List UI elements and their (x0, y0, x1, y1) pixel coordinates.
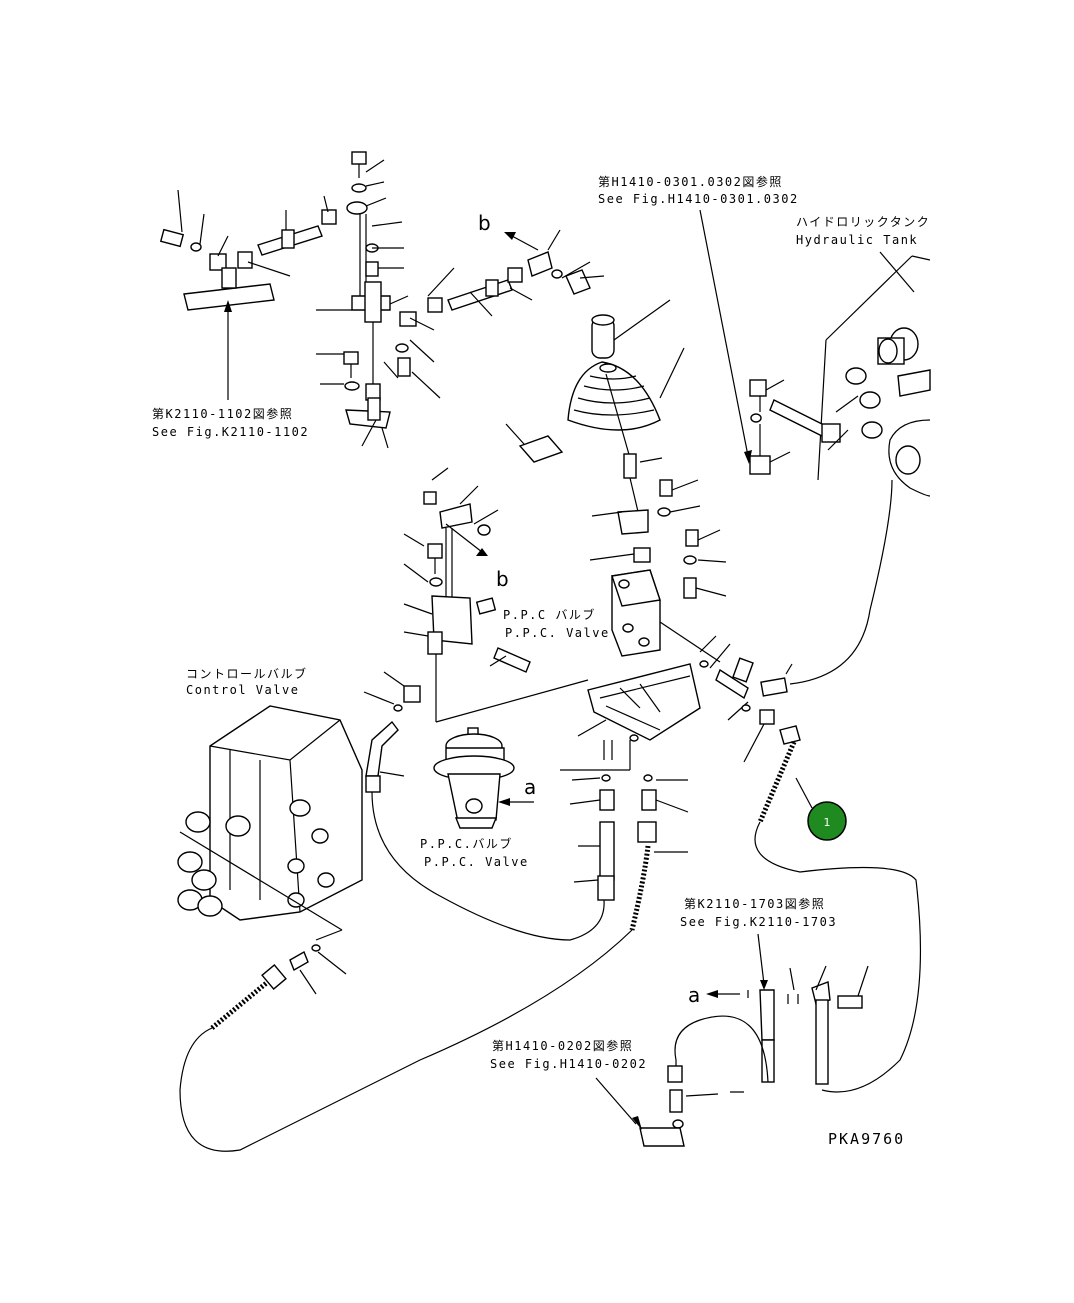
control-valve-en: Control Valve (186, 683, 299, 697)
hydraulic-tank-label: ハイドロリックタンク Hydraulic Tank (796, 215, 930, 293)
ppc-joystick (567, 299, 727, 599)
drawing-code: PKA9760 (828, 1130, 905, 1148)
ref-h1410-0301: 第H1410-0301.0302図参照 See Fig.H1410-0301.0… (598, 174, 799, 464)
marker-number: 1 (824, 816, 831, 829)
hydraulic-tank-jp: ハイドロリックタンク (796, 215, 930, 229)
ppc-valve-lower (433, 727, 534, 829)
hydraulic-tank (749, 255, 931, 497)
callout-a-bottom: a (688, 983, 700, 1007)
hydraulic-tank-en: Hydraulic Tank (796, 233, 918, 247)
callout-marker-1: 1 (807, 801, 847, 841)
control-valve: コントロールバルブ Control Valve (177, 666, 421, 941)
callout-b-top: b (478, 211, 491, 235)
ref-h1410-0301-jp: 第H1410-0301.0302図参照 (598, 174, 783, 189)
ppc-valve-upper (577, 569, 754, 742)
callout-a-valve: a (524, 775, 536, 799)
ref-h1410-0202-jp: 第H1410-0202図参照 (492, 1038, 633, 1053)
ref-k2110-1102: 第K2110-1102図参照 See Fig.K2110-1102 (152, 406, 309, 439)
bracket-group (403, 467, 589, 723)
ppc-valve-jp-2: P.P.C.バルブ (420, 836, 513, 851)
ppc-valve-en-1: P.P.C. Valve (505, 626, 610, 640)
ref-k2110-1102-jp: 第K2110-1102図参照 (152, 406, 293, 421)
callout-b-mid: b (496, 567, 509, 591)
callout-b-top-arrow (504, 232, 539, 251)
ref-h1410-0301-en: See Fig.H1410-0301.0302 (598, 192, 799, 206)
ref-k2110-1703: 第K2110-1703図参照 See Fig.K2110-1703 (680, 896, 837, 990)
control-valve-jp: コントロールバルブ (186, 666, 308, 681)
ref-h1410-0202-en: See Fig.H1410-0202 (490, 1057, 647, 1071)
bottom-fittings (639, 965, 869, 1147)
ppc-valve-en-2: P.P.C. Valve (424, 855, 529, 869)
hoses (179, 479, 922, 1152)
upper-linkage-group (159, 151, 605, 463)
ref-k2110-1703-en: See Fig.K2110-1703 (680, 915, 837, 929)
ref-k2110-1102-en: See Fig.K2110-1102 (152, 425, 309, 439)
ref-h1410-0202: 第H1410-0202図参照 See Fig.H1410-0202 (490, 1038, 647, 1130)
ppc-valve-jp-1: P.P.C バルブ (503, 607, 596, 622)
ref-k2110-1703-jp: 第K2110-1703図参照 (684, 896, 825, 911)
